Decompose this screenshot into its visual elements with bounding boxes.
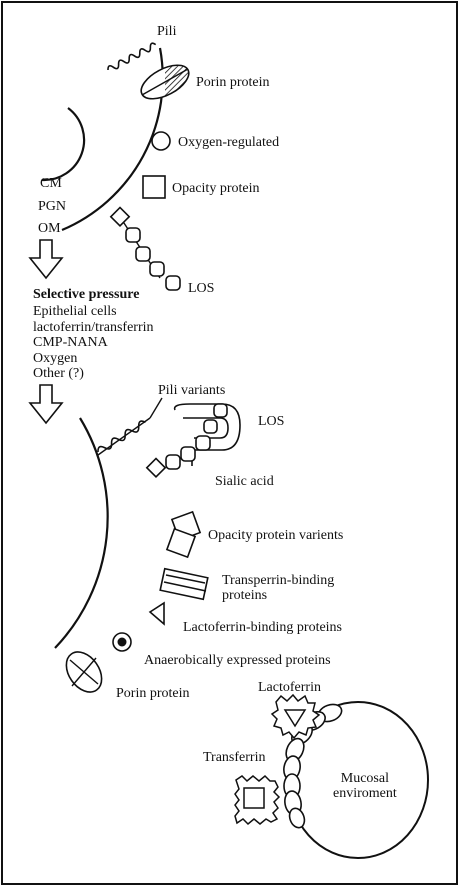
label-om: OM	[38, 221, 61, 236]
pili-variants-wave	[97, 420, 146, 453]
label-transferrin-binding: Transperrin-binding proteins	[222, 573, 335, 603]
label-los-top: LOS	[188, 281, 215, 296]
label-transferrin: Transferrin	[203, 750, 266, 765]
los-chain-top	[109, 206, 181, 291]
pili-wave	[107, 42, 157, 71]
label-porin-bottom: Porin protein	[116, 686, 190, 701]
label-oxygen-regulated: Oxygen-regulated	[178, 135, 280, 150]
label-sialic-acid: Sialic acid	[215, 474, 274, 489]
transferrin-shape	[234, 774, 281, 826]
label-pgn: PGN	[38, 199, 67, 214]
pressure-item: Oxygen	[33, 350, 78, 366]
pressure-item: CMP-NANA	[33, 335, 108, 350]
los-loop-bottom	[145, 403, 241, 479]
pressure-item: Epithelial cells	[33, 304, 117, 319]
label-lactoferrin: Lactoferrin	[258, 680, 321, 695]
label-mucosal-environment: Mucosal enviroment	[333, 771, 397, 801]
label-los-bottom: LOS	[258, 414, 285, 429]
label-anaerobic: Anaerobically expressed proteins	[144, 653, 331, 668]
down-arrow-2	[28, 384, 64, 425]
label-pili-variants: Pili variants	[158, 383, 226, 398]
lactoferrin-binding-shape	[148, 601, 165, 626]
opacity-protein-shape	[142, 175, 166, 199]
pressure-item: Other (?)	[33, 366, 84, 381]
down-arrow-1	[28, 239, 64, 280]
label-pili: Pili	[157, 24, 177, 39]
pressure-list: Epithelial cells lactoferrin/transferrin…	[33, 304, 154, 382]
outer-membrane-arc	[61, 47, 164, 232]
porin-protein-shape	[140, 60, 195, 105]
label-cm: CM	[40, 176, 62, 191]
label-opacity-variants: Opacity protein varients	[208, 528, 344, 543]
label-porin-protein: Porin protein	[196, 75, 270, 90]
pili-variants-spike	[97, 417, 151, 456]
outer-membrane-arc-variant	[54, 417, 109, 649]
pressure-title: Selective pressure	[33, 287, 140, 302]
oxygen-regulated-shape	[151, 131, 171, 151]
pressure-item: lactoferrin/transferrin	[33, 319, 154, 335]
label-lactoferrin-binding: Lactoferrin-binding proteins	[183, 620, 343, 635]
transferrin-binding-shape	[159, 567, 209, 601]
opacity-variants-shape	[165, 510, 202, 559]
anaerobic-protein-shape	[112, 632, 132, 652]
label-opacity-protein: Opacity protein	[172, 181, 260, 196]
cytoplasmic-membrane-arc	[41, 107, 86, 182]
lactoferrin-shape	[270, 693, 321, 740]
porin-protein-bottom-shape	[65, 651, 103, 693]
